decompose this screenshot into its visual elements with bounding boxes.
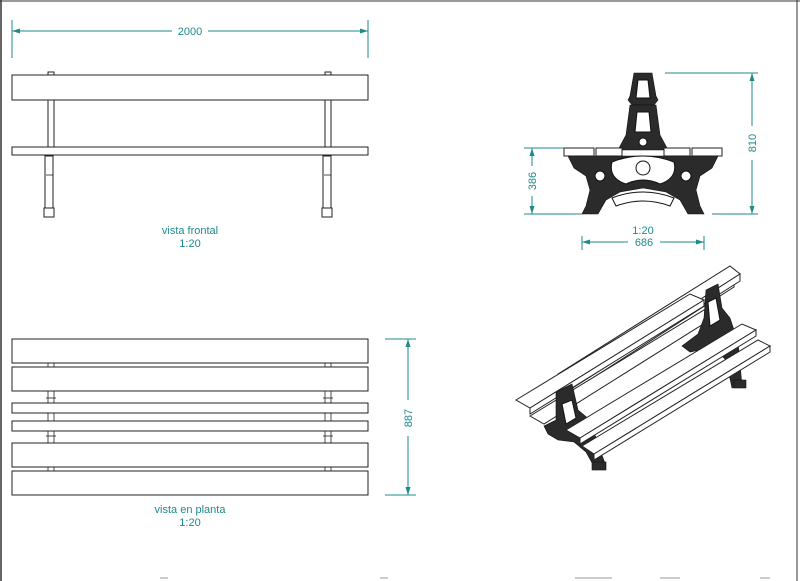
dimension-label-2000: 2000 — [178, 26, 202, 38]
plan-view-title: vista en planta — [155, 504, 227, 516]
plan-board-2 — [11, 366, 369, 392]
side-seat-slat-4 — [691, 147, 723, 157]
front-backrest-board — [11, 74, 369, 101]
dimension-overall-length: 2000 — [11, 20, 369, 58]
plan-board-4 — [11, 420, 369, 432]
front-view-scale: 1:20 — [179, 238, 200, 250]
side-view-scale: 1:20 — [632, 225, 653, 237]
plan-board-6 — [11, 470, 369, 496]
side-cast-frame — [567, 155, 719, 215]
plan-view-scale: 1:20 — [179, 517, 200, 529]
dimension-label-810: 810 — [747, 134, 759, 152]
dimension-label-686: 686 — [635, 237, 653, 249]
front-seat-board — [11, 146, 369, 156]
dimension-side-width: 686 — [581, 236, 705, 250]
plan-frame-left — [46, 363, 56, 471]
side-view: 810 386 1:20 686 — [524, 72, 759, 250]
front-view: 2000 vista frontal 1:20 — [11, 20, 369, 250]
perspective-view — [515, 265, 772, 471]
dimension-plan-depth: 887 — [385, 338, 416, 496]
plan-view: 887 vista en planta 1:20 — [11, 338, 416, 529]
plan-board-1 — [11, 338, 369, 364]
side-seat-slat-2 — [595, 147, 623, 157]
side-seat-slat-3 — [663, 147, 691, 157]
dimension-side-height: 810 — [665, 72, 759, 215]
plan-board-5 — [11, 442, 369, 468]
plan-frame-right — [323, 363, 333, 471]
side-seat-slat-1 — [563, 147, 595, 157]
dimension-label-386: 386 — [527, 172, 539, 190]
front-view-title: vista frontal — [162, 225, 218, 237]
dimension-label-887: 887 — [403, 409, 415, 427]
dimension-seat-height: 386 — [524, 147, 582, 215]
plan-board-3 — [11, 402, 369, 414]
